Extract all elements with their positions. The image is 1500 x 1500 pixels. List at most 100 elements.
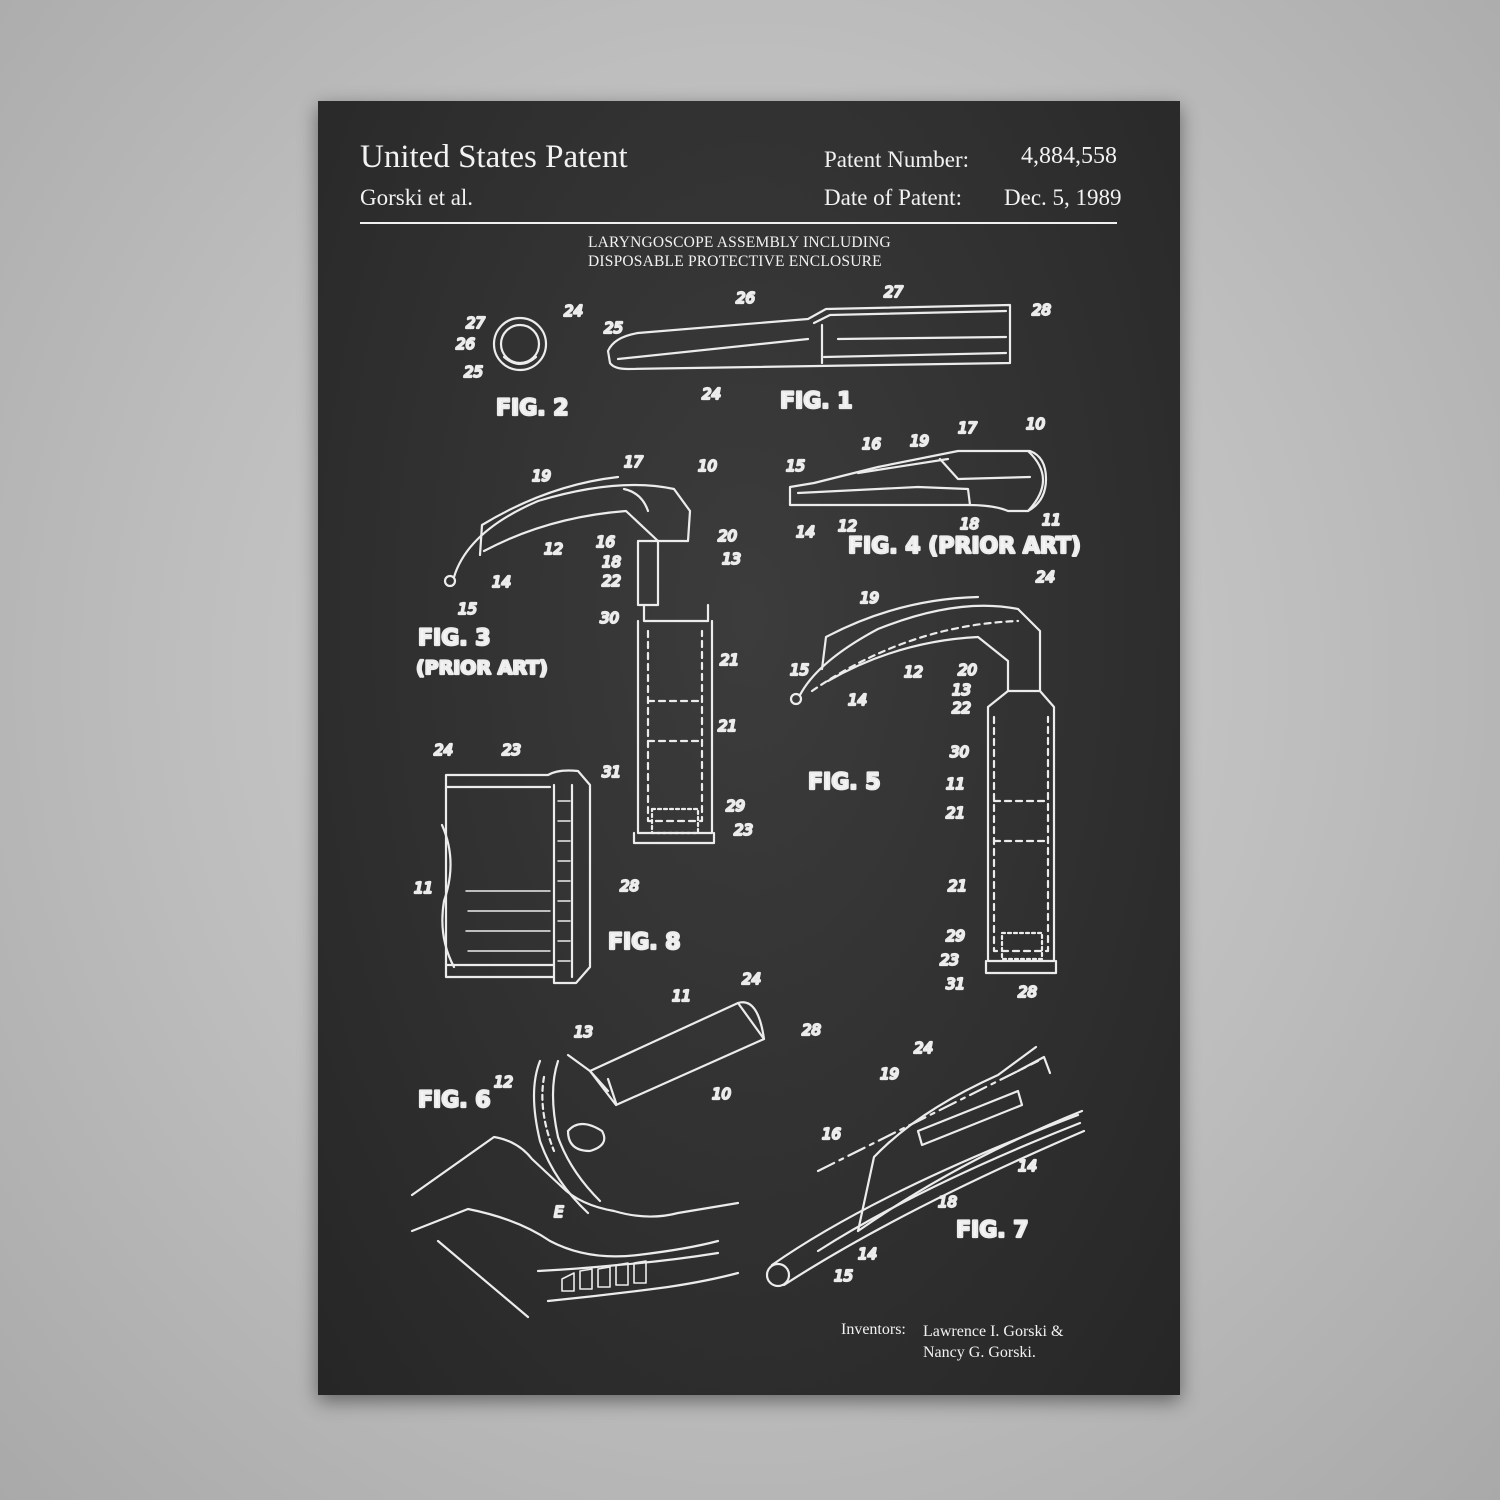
fig6-label: FIG. 6 <box>418 1088 491 1113</box>
fig6-refs: 11 24 13 28 12 10 E <box>493 969 822 1222</box>
patent-drawings: FIG. 2 27 24 26 25 FIG. 1 26 27 28 25 24 <box>410 282 1086 1319</box>
fig7-refs: 24 19 16 14 18 14 15 <box>821 1038 1038 1286</box>
fig3-ref: 22 <box>602 572 621 590</box>
fig3-ref: 21 <box>718 717 737 735</box>
fig5-label: FIG. 5 <box>808 770 881 795</box>
fig6-ref: 11 <box>672 987 691 1005</box>
fig3-ref: 19 <box>532 467 551 485</box>
fig8-ref: 11 <box>414 879 433 897</box>
fig6-drawing <box>410 1001 766 1319</box>
patent-number-label: Patent Number: <box>824 147 969 172</box>
fig2-drawing <box>492 316 548 372</box>
fig1-drawing <box>606 303 1012 371</box>
fig5-ref: 24 <box>1036 568 1055 586</box>
inventor-names: Lawrence I. Gorski & Nancy G. Gorski. <box>923 1321 1063 1363</box>
fig3-ref: 18 <box>602 553 621 571</box>
fig8-refs: 24 23 31 11 28 <box>413 740 640 898</box>
inventors-label: Inventors: <box>841 1321 906 1338</box>
fig2-ref: 25 <box>464 363 483 381</box>
fig4-ref: 12 <box>838 517 857 535</box>
fig5-ref: 15 <box>790 661 809 679</box>
fig7-ref: 24 <box>914 1039 933 1057</box>
fig8-label: FIG. 8 <box>608 930 681 955</box>
fig4-ref: 16 <box>862 435 881 453</box>
fig5-ref: 22 <box>952 699 971 717</box>
fig4-ref: 14 <box>796 523 815 541</box>
fig3-ref: 10 <box>698 457 717 475</box>
fig5-ref: 29 <box>946 927 965 945</box>
fig5-drawing <box>789 595 1058 975</box>
fig3-ref: 16 <box>596 533 615 551</box>
fig4-ref: 19 <box>910 432 929 450</box>
fig7-ref: 19 <box>880 1065 899 1083</box>
fig5-ref: 31 <box>946 975 965 993</box>
fig8-ref: 23 <box>502 741 521 759</box>
fig1-ref: 25 <box>604 319 623 337</box>
header-divider <box>360 222 1117 224</box>
patent-number-value: 4,884,558 <box>1021 143 1117 169</box>
fig3-label: FIG. 3 <box>418 626 491 651</box>
patent-date-value: Dec. 5, 1989 <box>1004 185 1122 210</box>
fig4-ref: 18 <box>960 515 979 533</box>
inventor-name-1: Lawrence I. Gorski & <box>923 1323 1064 1340</box>
fig1-refs: 26 27 28 25 24 <box>603 282 1052 404</box>
fig3-refs: 19 17 10 20 13 12 16 18 22 14 15 30 21 2… <box>457 452 754 840</box>
fig2-refs: 27 24 26 25 <box>455 301 584 382</box>
fig3-ref: 29 <box>726 797 745 815</box>
fig8-ref: 24 <box>434 741 453 759</box>
fig5-ref: 14 <box>848 691 867 709</box>
fig8-ref: 28 <box>620 877 639 895</box>
fig5-ref: 13 <box>952 681 971 699</box>
invention-title-line-1: LARYNGOSCOPE ASSEMBLY INCLUDING <box>588 234 891 251</box>
fig6-ref: 28 <box>802 1021 821 1039</box>
fig3-ref: 20 <box>718 527 737 545</box>
fig3-ref: 23 <box>734 821 753 839</box>
patent-date-label: Date of Patent: <box>824 185 962 210</box>
fig5-ref: 30 <box>950 743 969 761</box>
fig4-drawing <box>788 449 1048 513</box>
invention-title-line-2: DISPOSABLE PROTECTIVE ENCLOSURE <box>588 253 882 270</box>
inventor-name-2: Nancy G. Gorski. <box>923 1344 1036 1361</box>
fig3-drawing <box>443 475 716 845</box>
invention-title: LARYNGOSCOPE ASSEMBLY INCLUDING DISPOSAB… <box>588 233 891 271</box>
fig7-drawing <box>765 1045 1086 1288</box>
fig1-label: FIG. 1 <box>780 389 853 414</box>
fig5-ref: 12 <box>904 663 923 681</box>
fig2-ref: 24 <box>564 302 583 320</box>
fig4-ref: 10 <box>1026 415 1045 433</box>
fig1-ref: 26 <box>736 289 755 307</box>
fig3-ref: 30 <box>600 609 619 627</box>
fig6-ref: 24 <box>742 970 761 988</box>
fig3-prior-art-note: (PRIOR ART) <box>416 657 548 679</box>
fig1-ref: 27 <box>884 283 904 301</box>
patent-poster: United States Patent Gorski et al. Paten… <box>318 101 1180 1395</box>
fig2-ref: 26 <box>456 335 475 353</box>
fig5-ref: 21 <box>946 804 965 822</box>
fig7-ref: 14 <box>1018 1157 1037 1175</box>
fig6-ref: 12 <box>494 1073 513 1091</box>
fig5-ref: 23 <box>940 951 959 969</box>
fig1-ref: 24 <box>702 385 721 403</box>
fig7-ref: 16 <box>822 1125 841 1143</box>
fig7-ref: 15 <box>834 1267 853 1285</box>
fig3-ref: 21 <box>720 651 739 669</box>
fig3-ref: 13 <box>722 550 741 568</box>
fig5-ref: 19 <box>860 589 879 607</box>
fig6-ref: 13 <box>574 1023 593 1041</box>
fig4-ref: 15 <box>786 457 805 475</box>
fig3-ref: 12 <box>544 540 563 558</box>
fig4-ref: 11 <box>1042 511 1061 529</box>
fig5-ref: 11 <box>946 775 965 793</box>
fig3-ref: 14 <box>492 573 511 591</box>
fig4-ref: 17 <box>958 419 978 437</box>
fig5-ref: 21 <box>948 877 967 895</box>
fig5-ref: 20 <box>958 661 977 679</box>
fig2-ref: 27 <box>466 314 486 332</box>
fig7-label: FIG. 7 <box>956 1218 1029 1243</box>
fig7-ref: 14 <box>858 1245 877 1263</box>
patent-office-title: United States Patent <box>360 139 628 175</box>
fig4-label: FIG. 4 (PRIOR ART) <box>848 534 1081 559</box>
fig1-ref: 28 <box>1032 301 1051 319</box>
fig8-ref: 31 <box>602 763 621 781</box>
assignee-name: Gorski et al. <box>360 185 474 210</box>
